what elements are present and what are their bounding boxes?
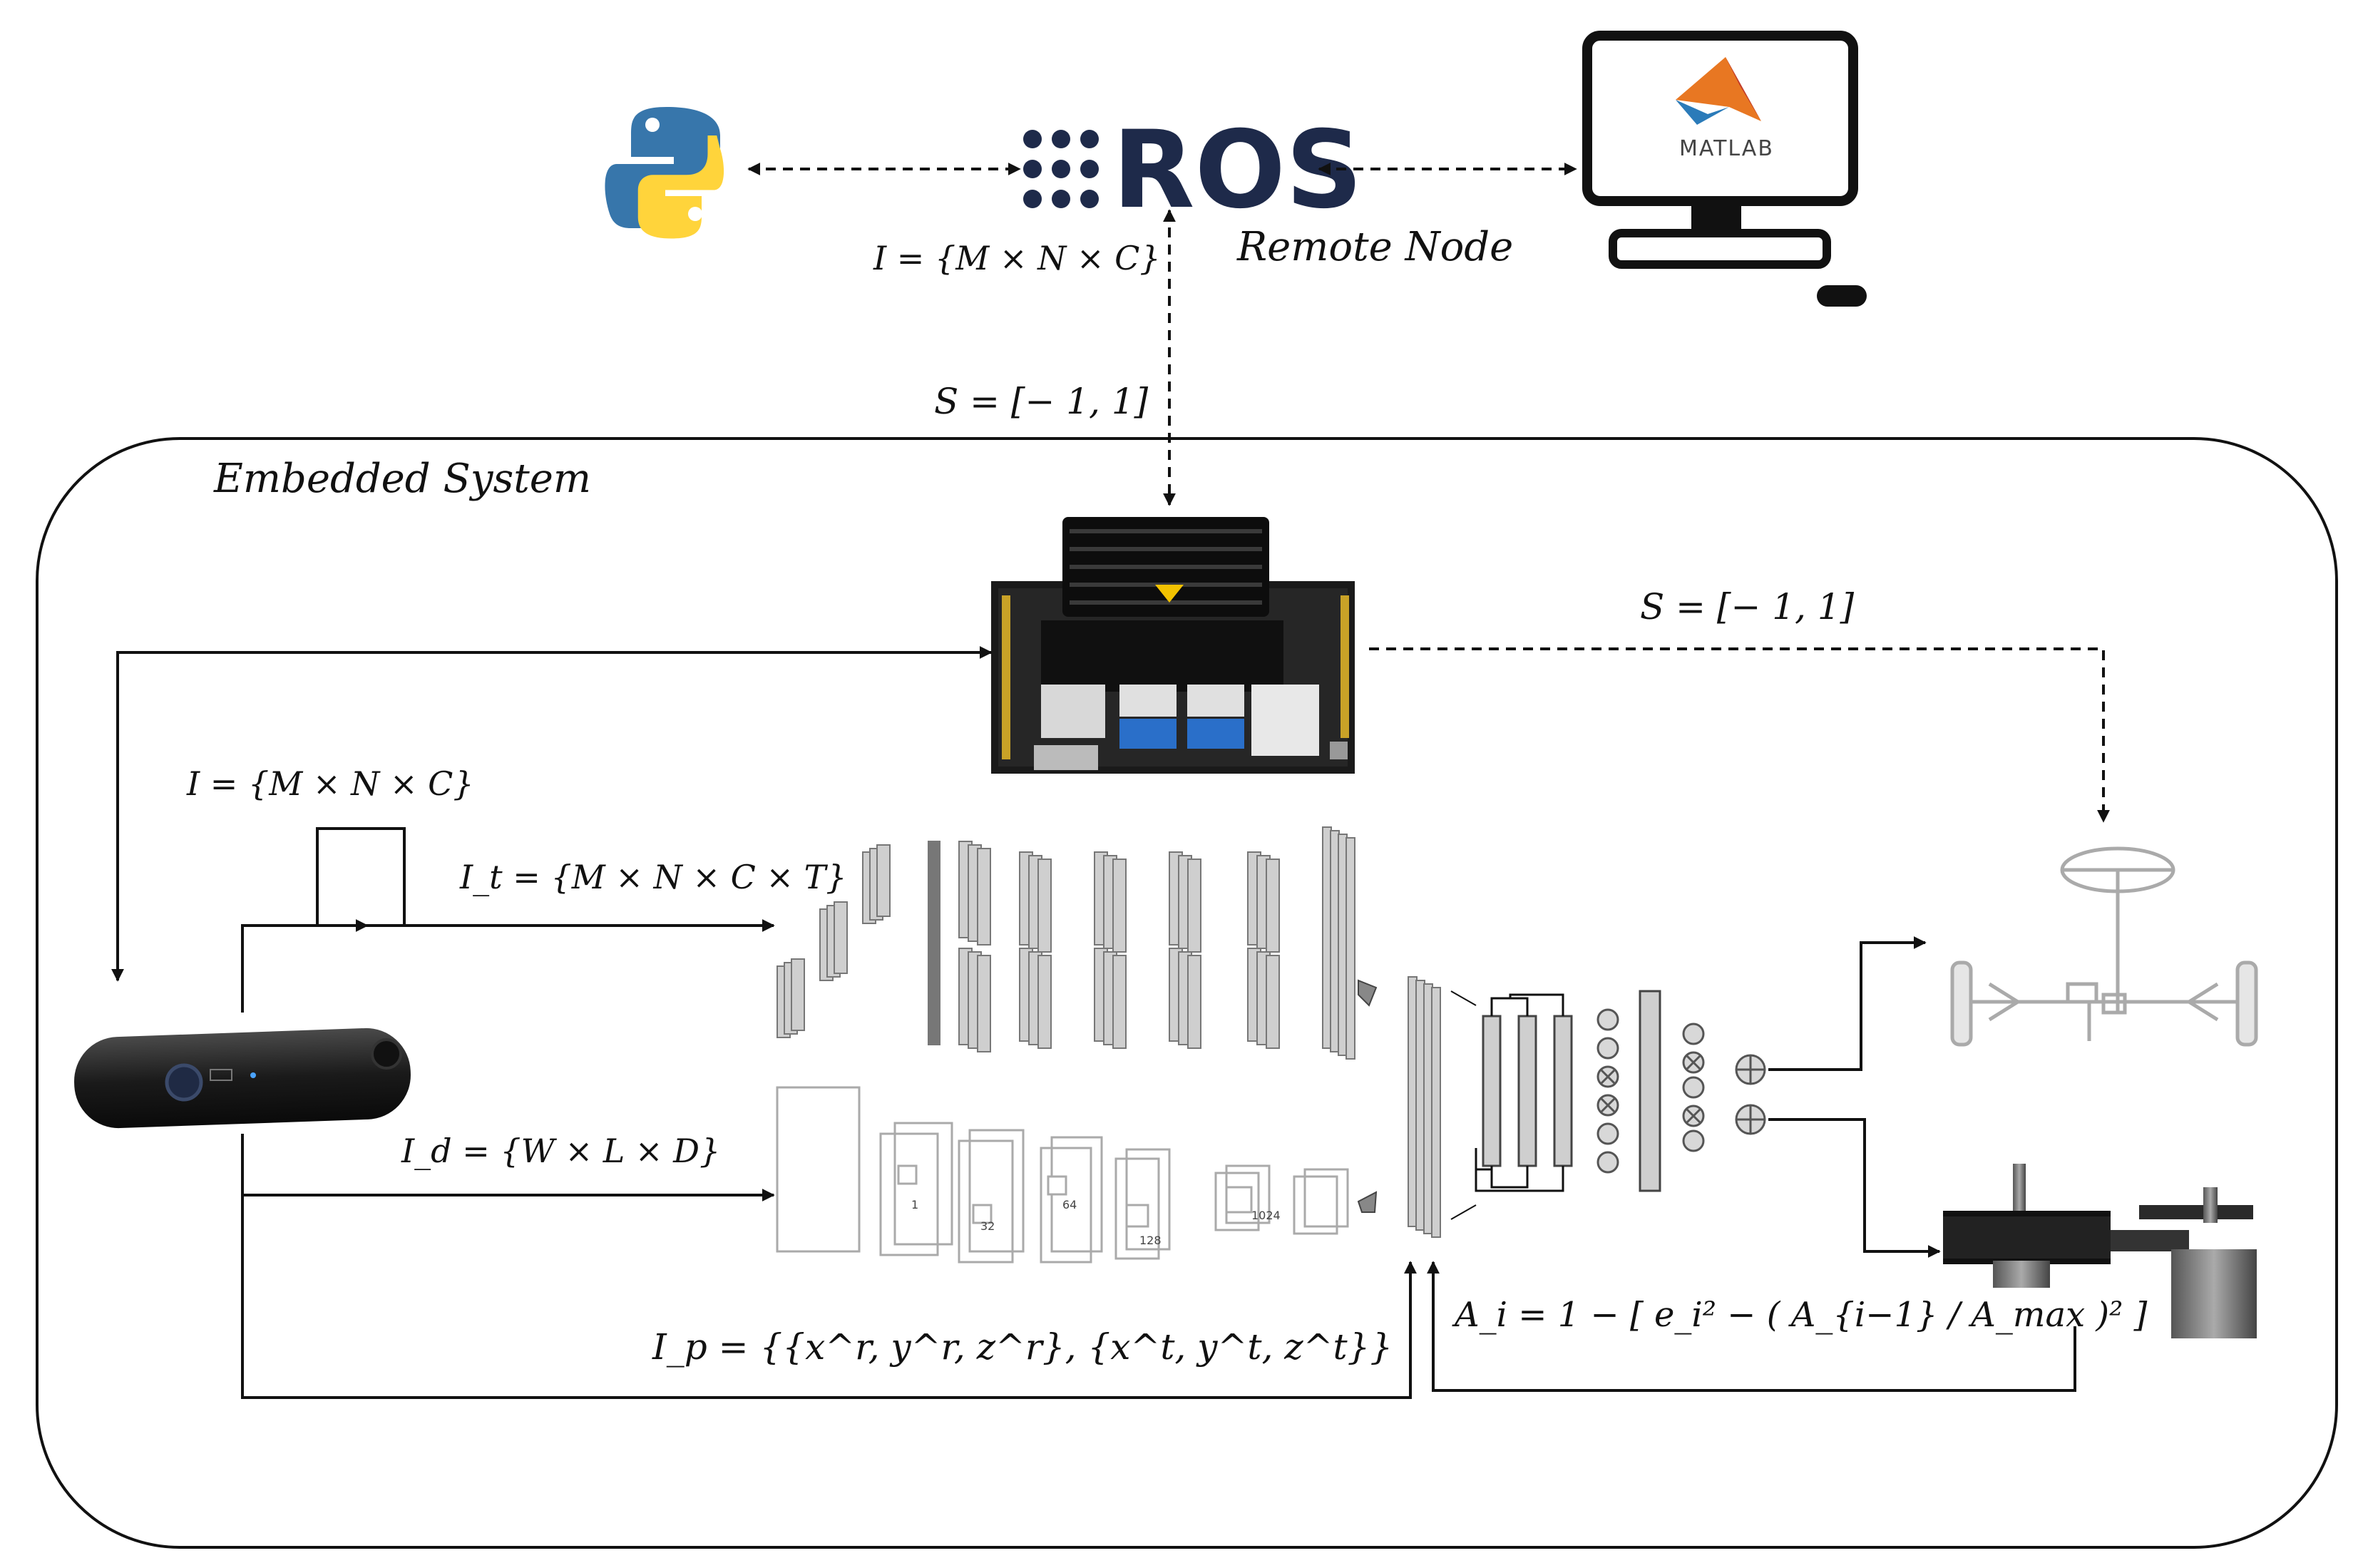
depth-cnn: [776, 1086, 1349, 1264]
temporal-conv-blocks: [958, 841, 1280, 1052]
recurrent-links: [1475, 993, 1564, 1192]
acceleration-equation: A_i = 1 − [ e_i² − ( A_{i−1} / A_max )² …: [1452, 1295, 2148, 1335]
output-neurons: [1682, 1023, 1766, 1152]
cnn-label-1: 1: [911, 1198, 918, 1211]
steering-output-line: [1768, 936, 1927, 1071]
neuron-cross-marks: [1599, 1068, 1616, 1114]
image-eq-top: I = {M × N × C}: [873, 239, 1161, 277]
temporal-buffer-loop: [316, 827, 406, 926]
temporal-dense-stack: [1322, 826, 1355, 1060]
accel-eq: A_i = 1 − [ e_i² − ( A_{i−1} / A_max )² …: [1452, 1295, 2148, 1335]
python-logo-icon: [605, 107, 724, 239]
temporal-cnn: [776, 826, 1355, 1060]
steering-mechanism-icon: [1950, 846, 2258, 1047]
adder-marks: [1685, 1054, 1765, 1134]
depth-eq: I_d = {W × L × D}: [401, 1132, 720, 1170]
ros-logo: ROS: [1023, 108, 1363, 232]
jetson-board-icon: [991, 517, 1355, 774]
steer-eq-top: S = [− 1, 1]: [934, 381, 1149, 422]
neuron-layer: [1596, 1008, 1619, 1174]
cnn-label-64: 64: [1062, 1198, 1077, 1211]
ros-dots-icon: [1023, 130, 1099, 208]
cnn-label-32: 32: [980, 1219, 995, 1233]
cnn-label-1024: 1024: [1251, 1209, 1281, 1222]
steer-eq-right: S = [− 1, 1]: [1640, 586, 1855, 627]
pose-stream-line: [241, 1195, 1417, 1399]
depth-cnn-labels: 1 32 64 128 1024: [911, 1198, 1281, 1247]
temporal-input-stack: [776, 844, 891, 1038]
fusion-stack: [1408, 976, 1441, 1238]
fusion-lines: [1450, 990, 1477, 1220]
temporal-bar: [928, 841, 940, 1045]
pose-eq: I_p = {{x^r, y^r, z^r}, {x^t, y^t, z^t}}: [652, 1326, 1393, 1368]
temporal-eq: I_t = {M × N × C × T}: [459, 858, 847, 896]
throttle-gears-icon: [1943, 1164, 2257, 1338]
jetson-steering-link: [1369, 647, 2110, 823]
recurrent-blocks: [1482, 990, 1661, 1192]
embedded-system-frame: [36, 437, 2338, 1549]
temporal-stream-line: [241, 919, 775, 1013]
cnn-label-128: 128: [1139, 1234, 1162, 1247]
embedded-system-label: Embedded System: [213, 456, 591, 502]
remote-node-computer-icon: MATLAB: [1582, 31, 1867, 307]
remote-node-label: Remote Node: [1236, 224, 1513, 270]
fusion-connectors: [1357, 979, 1378, 1213]
matlab-logo-icon: [1676, 57, 1761, 125]
matlab-label: MATLAB: [1679, 136, 1774, 161]
throttle-output-line: [1768, 1118, 1941, 1258]
image-eq-left: I = {M × N × C}: [186, 764, 474, 803]
acceleration-feedback-line: [1427, 1261, 2076, 1392]
depth-camera-icon: [74, 1028, 411, 1129]
camera-jetson-link: [111, 646, 993, 982]
